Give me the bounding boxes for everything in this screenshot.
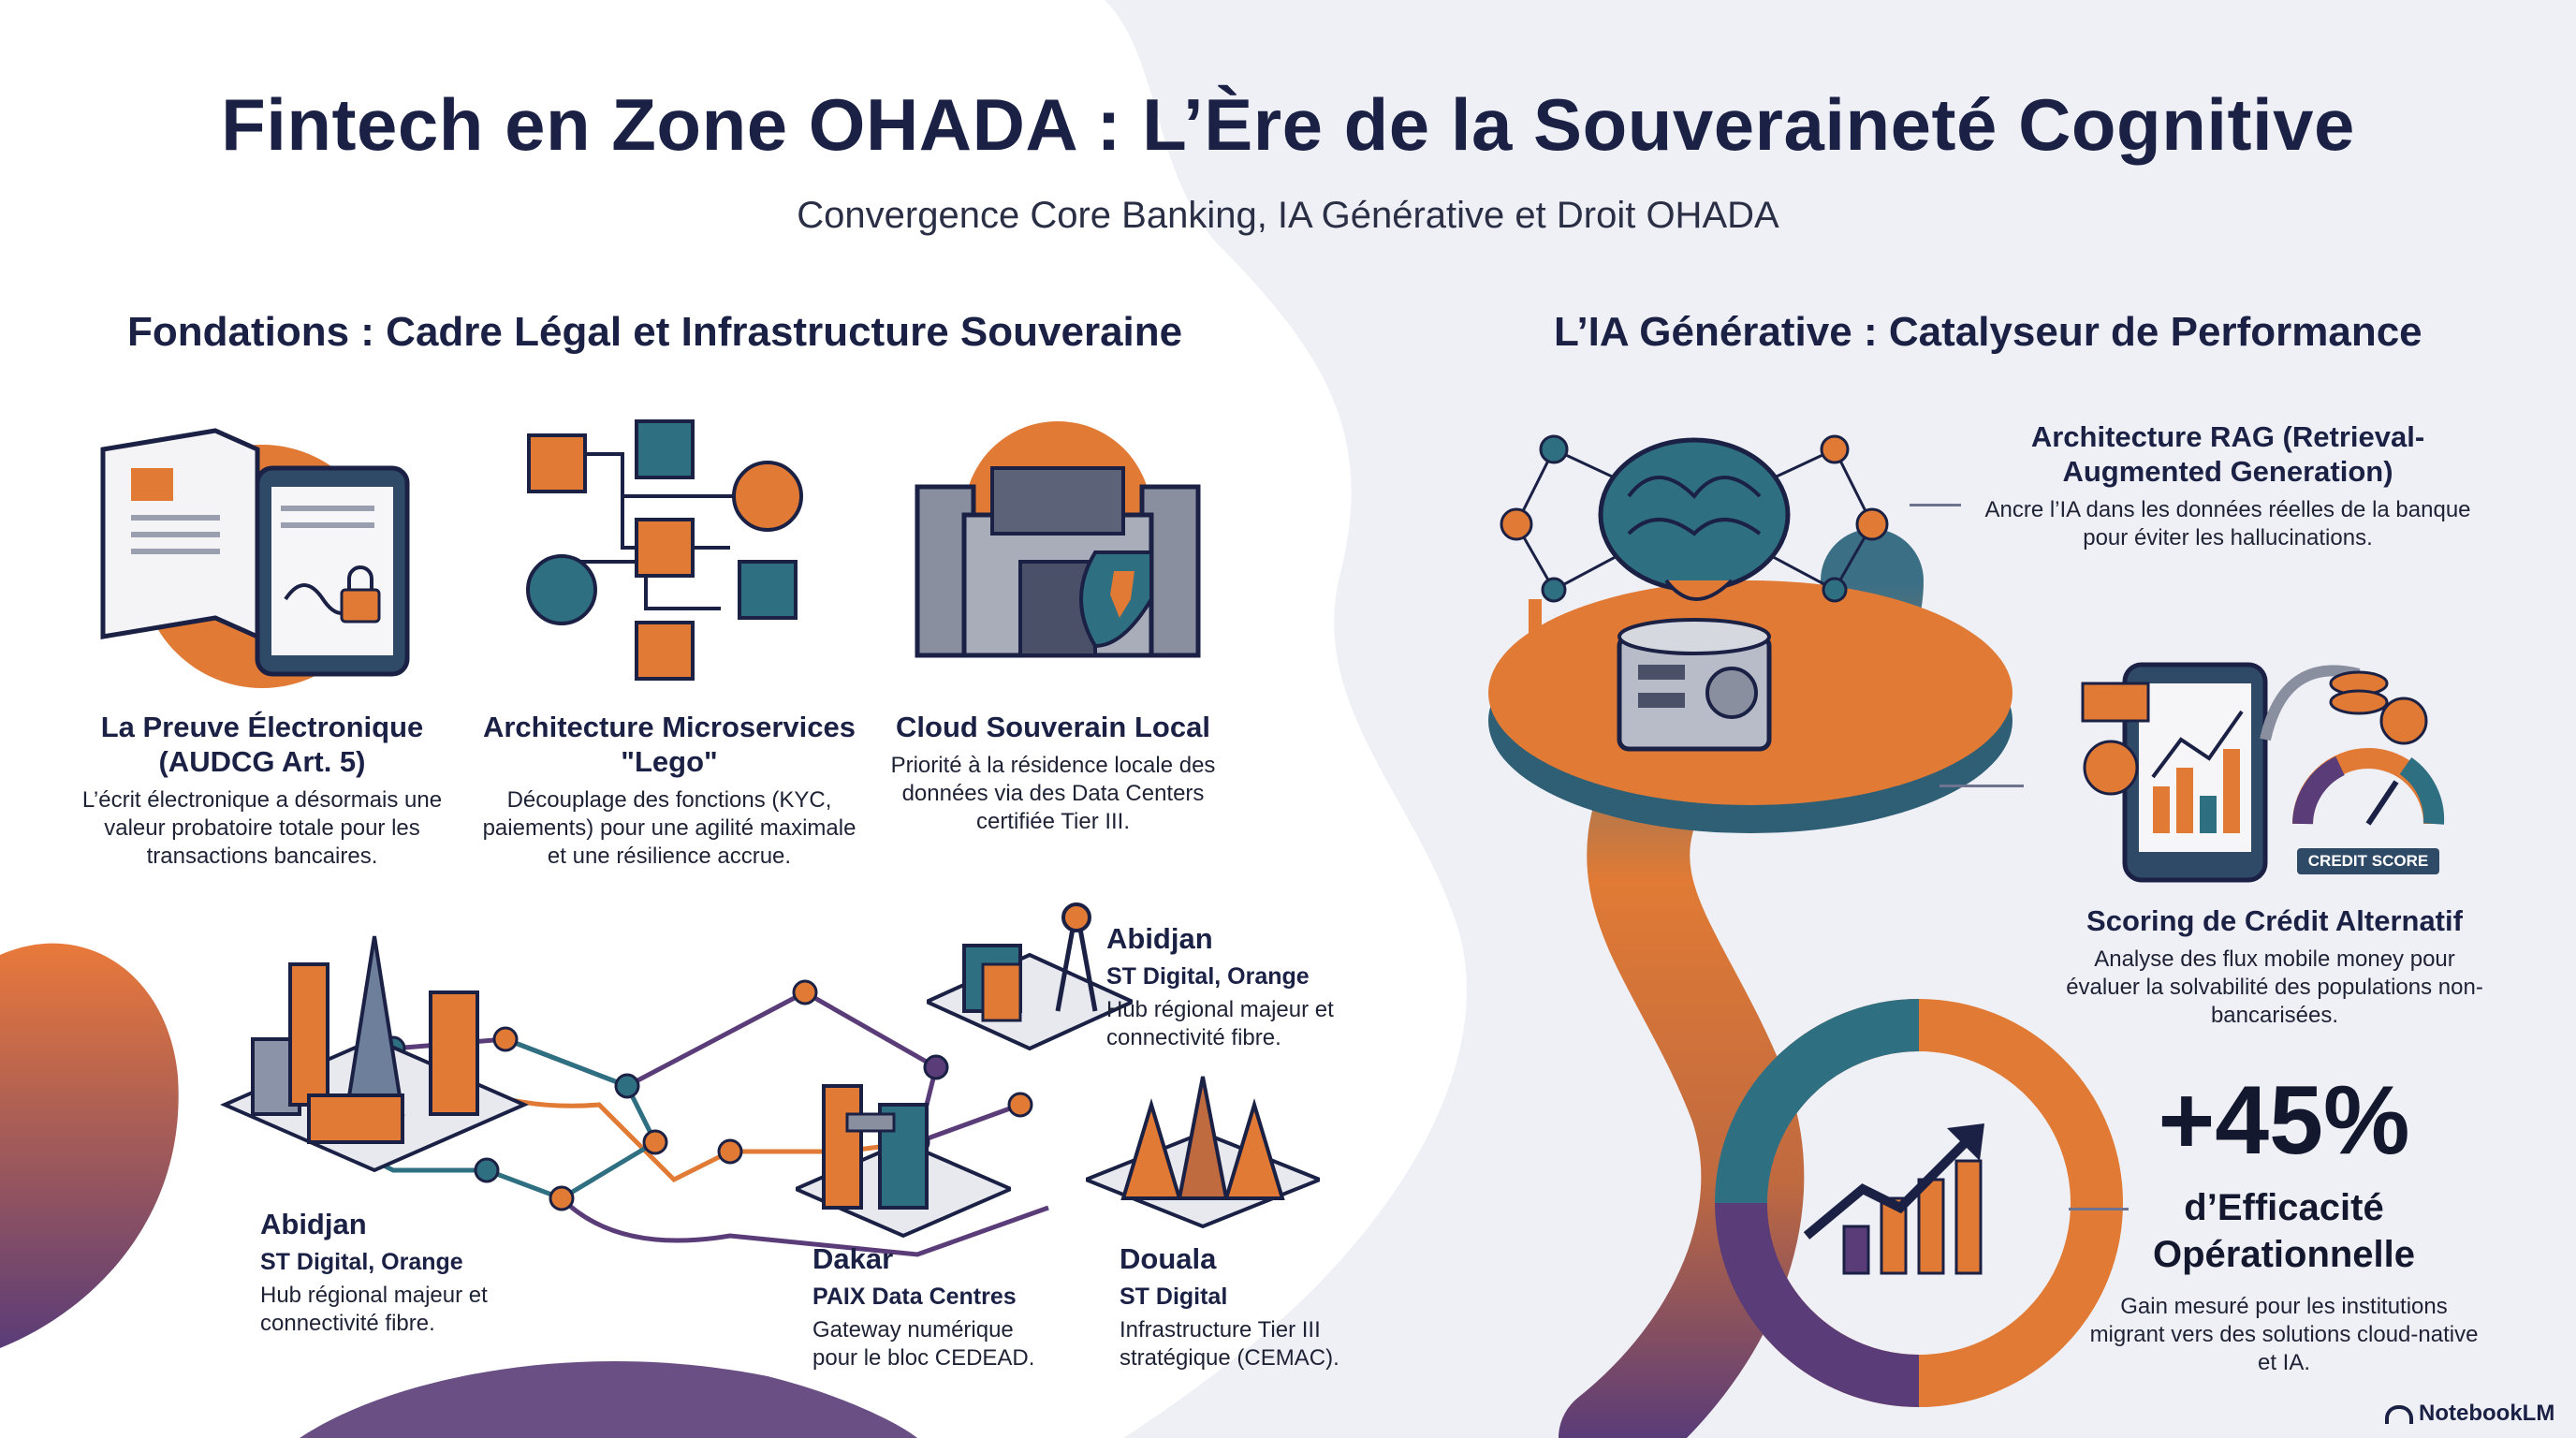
growth-trend-icon (1803, 1123, 1984, 1275)
notebooklm-brand: NotebookLM (2385, 1401, 2554, 1427)
efficiency-stat-label: d’Efficacité Opérationnelle (2152, 1187, 2416, 1275)
dakar-datacenter-illustration (796, 1084, 1011, 1239)
city-description: Infrastructure Tier III stratégique (CEM… (1120, 1317, 1339, 1371)
abidjan-hub-illustration (927, 902, 1133, 1051)
card-desc-microservices: Découplage des fonctions (KYC, paiements… (482, 787, 856, 869)
efficiency-stat-value: +45% (2158, 1066, 2410, 1175)
microservices-cubes-illustration (526, 419, 803, 681)
city-description: Gateway numérique pour le bloc CEDEAD. (812, 1317, 1035, 1371)
scoring-connector (1939, 785, 2024, 787)
city-douala: Douala ST Digital Infrastructure Tier II… (1120, 1242, 1363, 1372)
ai-brain-vault-illustration (1500, 434, 1889, 752)
credit-scoring-illustration (2081, 662, 2445, 883)
city-description: Hub régional majeur et connectivité fibr… (260, 1283, 488, 1336)
card-title-microservices: Architecture Microservices "Lego" (482, 711, 856, 778)
credit-score-badge: CREDIT SCORE (2297, 848, 2439, 874)
card-desc-sovereign-cloud: Priorité à la résidence locale des donné… (890, 753, 1216, 834)
brand-name: NotebookLM (2419, 1401, 2555, 1426)
card-title-sovereign-cloud: Cloud Souverain Local (896, 711, 1210, 743)
city-dakar: Dakar PAIX Data Centres Gateway numériqu… (812, 1242, 1056, 1372)
city-operators: ST Digital, Orange (1106, 963, 1310, 990)
abidjan-skyline-illustration (220, 935, 529, 1173)
page-title: Fintech en Zone OHADA : L’Ère de la Souv… (221, 83, 2355, 166)
rag-title: Architecture RAG (Retrieval-Augmented Ge… (2030, 420, 2425, 488)
city-operators: PAIX Data Centres (812, 1284, 1017, 1310)
city-description: Hub régional majeur et connectivité fibr… (1106, 997, 1334, 1050)
city-operators: ST Digital, Orange (260, 1249, 463, 1275)
rag-connector (1910, 504, 1961, 506)
rag-description: Ancre l’IA dans les données réelles de l… (1984, 497, 2471, 550)
douala-infrastructure-illustration (1086, 1076, 1320, 1229)
notebooklm-logo-icon (2385, 1404, 2413, 1424)
card-desc-e-proof: L’écrit électronique a désormais une val… (81, 787, 443, 869)
city-name: Dakar (812, 1242, 894, 1275)
city-operators: ST Digital (1120, 1284, 1228, 1310)
scoring-description: Analyse des flux mobile money pour évalu… (2066, 946, 2483, 1028)
city-name: Abidjan (260, 1208, 367, 1240)
stat-connector (2069, 1208, 2129, 1211)
page-subtitle: Convergence Core Banking, IA Générative … (797, 195, 1779, 236)
e-signature-illustration (100, 428, 410, 688)
sovereign-fortress-illustration (915, 421, 1201, 658)
city-abidjan-1: Abidjan ST Digital, Orange Hub régional … (260, 1208, 541, 1338)
city-name: Abidjan (1106, 922, 1213, 955)
scoring-title: Scoring de Crédit Alternatif (2086, 904, 2463, 937)
right-section-heading: L’IA Générative : Catalyseur de Performa… (1554, 309, 2422, 355)
city-abidjan-2: Abidjan ST Digital, Orange Hub régional … (1106, 922, 1350, 1052)
left-section-heading: Fondations : Cadre Légal et Infrastructu… (127, 309, 1183, 355)
city-name: Douala (1120, 1242, 1217, 1275)
card-title-e-proof: La Preuve Électronique (AUDCG Art. 5) (100, 711, 424, 778)
efficiency-stat-description: Gain mesuré pour les institutions migran… (2089, 1294, 2479, 1375)
